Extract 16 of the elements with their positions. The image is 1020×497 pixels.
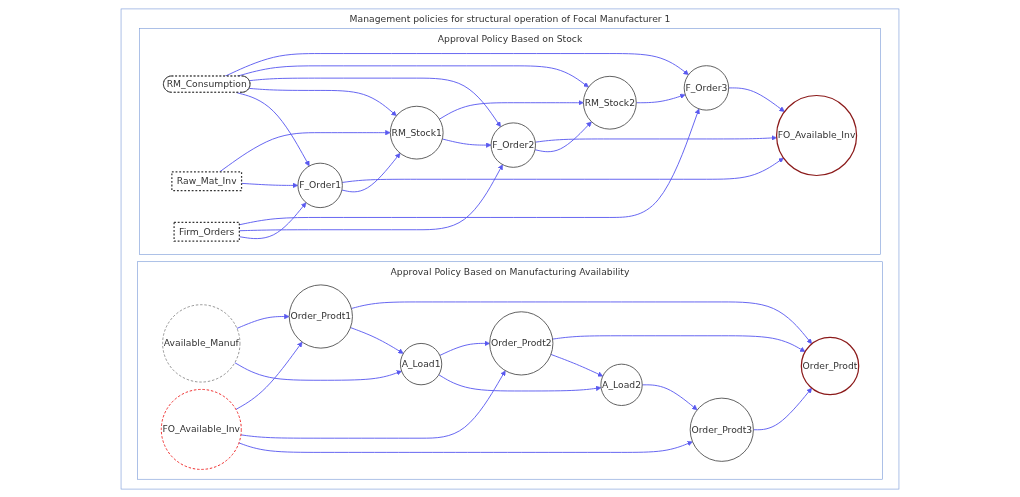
node-circle: RM_Stock2	[583, 75, 637, 130]
node-circle: RM_Stock1	[389, 105, 444, 159]
node-circle: Available_Manuf	[162, 303, 241, 382]
node-circle: F_Order2	[490, 121, 536, 168]
node-circle: A_Load2	[600, 363, 643, 406]
node-circle: FO_Available_Inv	[160, 388, 242, 470]
node-circle: F_Order1	[297, 162, 343, 208]
node-box: Firm_Orders	[173, 221, 240, 242]
node-circle: Order_Prodt2	[489, 310, 554, 375]
node-box: Raw_Mat_Inv	[171, 170, 243, 191]
node-circle: Order_Prodt1	[288, 283, 353, 349]
node-circle: Order_Prodt3	[689, 397, 754, 462]
node-circle: F_Order3	[683, 64, 730, 111]
node-circle: FO_Available_Inv	[775, 94, 858, 176]
node-circle: Order_Prodt	[800, 336, 860, 395]
node-circle: A_Load1	[399, 342, 443, 385]
